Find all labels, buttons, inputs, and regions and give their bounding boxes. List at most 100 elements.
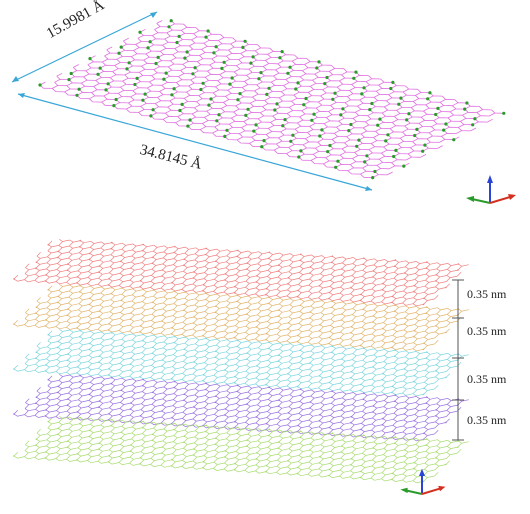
carbon-atom — [67, 398, 69, 400]
carbon-atom — [434, 112, 438, 117]
carbon-atom — [205, 424, 208, 427]
carbon-atom — [331, 432, 334, 435]
carbon-atom — [13, 413, 15, 415]
carbon-atom — [139, 376, 141, 378]
carbon-atom — [45, 319, 47, 321]
carbon-atom — [328, 336, 331, 339]
carbon-atom — [129, 318, 132, 320]
carbon-atom — [275, 102, 279, 106]
carbon-atom — [299, 304, 302, 307]
carbon-atom — [371, 176, 375, 180]
carbon-atom — [89, 252, 91, 255]
carbon-atom — [199, 87, 203, 92]
carbon-atom — [350, 325, 353, 328]
carbon-atom — [75, 93, 79, 97]
spacing-label: 0.35 nm — [467, 372, 507, 386]
carbon-atom — [403, 368, 406, 370]
carbon-atom — [256, 410, 258, 412]
carbon-atom — [457, 263, 460, 265]
carbon-atom — [426, 97, 430, 101]
carbon-atom — [35, 357, 37, 360]
carbon-atom — [183, 264, 185, 267]
carbon-atom — [310, 118, 314, 122]
carbon-atom — [76, 321, 79, 323]
carbon-atom — [76, 459, 78, 461]
carbon-atom — [79, 380, 81, 383]
carbon-atom — [428, 91, 432, 95]
carbon-atom — [237, 249, 239, 252]
carbon-atom — [435, 370, 437, 372]
carbon-atom — [161, 446, 164, 448]
carbon-atom — [224, 324, 226, 326]
carbon-atom — [47, 288, 50, 291]
carbon-atom — [161, 320, 163, 322]
carbon-atom — [243, 39, 247, 43]
carbon-atom — [67, 353, 69, 355]
carbon-atom — [120, 260, 122, 263]
carbon-atom — [193, 271, 195, 273]
carbon-atom — [268, 392, 270, 395]
carbon-atom — [214, 311, 217, 314]
carbon-atom — [340, 364, 343, 366]
carbon-atom — [268, 257, 270, 260]
carbon-atom — [238, 92, 242, 96]
carbon-atom — [108, 278, 110, 280]
carbon-atom — [277, 405, 280, 407]
carbon-atom — [183, 309, 185, 312]
carbon-atom — [139, 463, 141, 465]
carbon-atom — [215, 119, 219, 123]
carbon-atom — [331, 300, 334, 303]
carbon-atom — [174, 290, 176, 293]
carbon-atom — [394, 436, 397, 438]
carbon-atom — [224, 273, 227, 275]
carbon-atom — [237, 384, 239, 387]
carbon-atom — [107, 374, 110, 376]
carbon-atom — [403, 455, 406, 457]
carbon-atom — [391, 478, 393, 481]
carbon-atom — [174, 245, 176, 248]
carbon-atom — [277, 270, 280, 272]
carbon-atom — [224, 414, 226, 416]
carbon-atom — [391, 430, 394, 433]
carbon-atom — [249, 61, 253, 65]
carbon-atom — [215, 260, 217, 263]
carbon-atom — [319, 278, 321, 281]
carbon-atom — [139, 280, 142, 282]
carbon-atom — [234, 285, 236, 288]
carbon-atom — [142, 288, 145, 291]
carbon-atom — [435, 409, 438, 411]
carbon-atom — [57, 433, 59, 436]
carbon-atom — [382, 417, 384, 420]
carbon-atom — [57, 256, 59, 259]
carbon-atom — [183, 303, 186, 306]
y-axis — [405, 489, 423, 495]
carbon-atom — [357, 138, 361, 142]
carbon-atom — [205, 343, 207, 346]
carbon-atom — [422, 303, 425, 306]
carbon-atom — [139, 325, 142, 327]
carbon-atom — [265, 383, 267, 386]
carbon-atom — [180, 102, 184, 106]
carbon-atom — [265, 338, 267, 341]
carbon-atom — [299, 436, 302, 439]
carbon-atom — [289, 139, 293, 143]
carbon-atom — [130, 402, 132, 404]
carbon-atom — [161, 365, 163, 367]
carbon-atom — [426, 438, 428, 440]
carbon-atom — [391, 391, 393, 394]
carbon-atom — [360, 338, 362, 341]
carbon-atom — [391, 346, 393, 349]
carbon-atom — [328, 387, 330, 390]
carbon-atom — [79, 416, 82, 419]
carbon-atom — [224, 450, 227, 452]
carbon-atom — [382, 282, 384, 285]
carbon-atom — [404, 272, 406, 274]
carbon-atom — [309, 356, 312, 358]
carbon-atom — [224, 363, 227, 365]
carbon-atom — [473, 117, 477, 121]
carbon-atom — [297, 379, 299, 382]
carbon-atom — [413, 461, 416, 464]
carbon-atom — [350, 370, 353, 373]
carbon-atom — [255, 416, 258, 418]
